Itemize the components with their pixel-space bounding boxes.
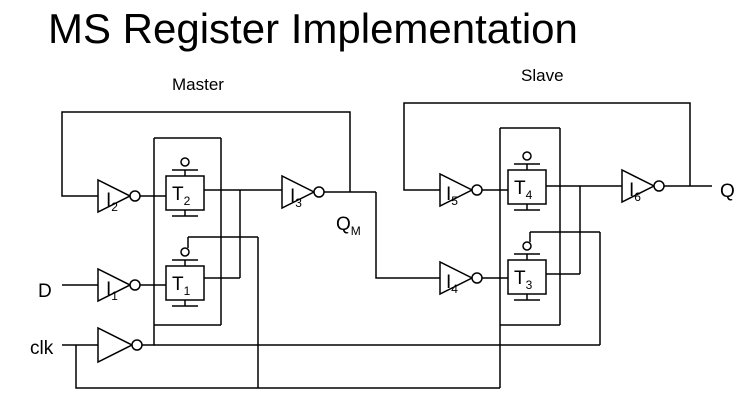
clkbar-to-master-wire [142,342,155,346]
qm-label: QM [336,214,361,238]
q-label: Q [720,181,735,202]
t3-gate-bubble [522,241,532,251]
inverter-i2-label: I2 [106,190,118,214]
t2-label: T2 [172,184,191,208]
master-label: Master [172,75,224,94]
clk-inverter [97,326,134,364]
slave-label: Slave [521,66,564,85]
inverter-i1-label: I1 [106,279,118,303]
transmission-gate-t1 [165,265,205,301]
inverter-i1-bubble [129,279,141,291]
inverter-i6-label: I6 [629,180,641,204]
inverter-i5-bubble [471,184,483,196]
d-label: D [38,281,52,302]
qm-to-i4-wire [375,192,440,279]
t2-gate-bubble [180,157,190,167]
inverter-i4-label: I4 [446,272,458,296]
inverter-i3-label: I3 [290,186,302,210]
inverter-i6-bubble [653,180,665,192]
inverter-i4 [439,260,474,296]
t4-gate-bubble [522,151,532,161]
inverter-i4-bubble [471,272,483,284]
t1-label: T1 [172,274,191,298]
inverter-i1 [97,267,132,303]
transmission-gate-t2 [165,175,205,211]
slave-feedback-wire [403,102,691,191]
t3-label: T3 [514,268,533,292]
inverter-i2 [97,178,132,214]
inverter-i2-bubble [129,190,141,202]
inverter-i5-label: I5 [446,184,458,208]
inverter-i3 [281,174,316,210]
clk-raw-bus [75,345,500,389]
inverter-i6 [621,168,656,204]
t4-label: T4 [514,178,533,202]
clk-inverter-bubble [131,339,143,351]
inverter-i3-bubble [313,186,325,198]
t1-gate-bubble [180,247,190,257]
clk-label: clk [30,338,54,359]
page-title: MS Register Implementation [48,5,578,52]
inverter-i5 [439,172,474,208]
master-feedback-wire [61,111,351,197]
